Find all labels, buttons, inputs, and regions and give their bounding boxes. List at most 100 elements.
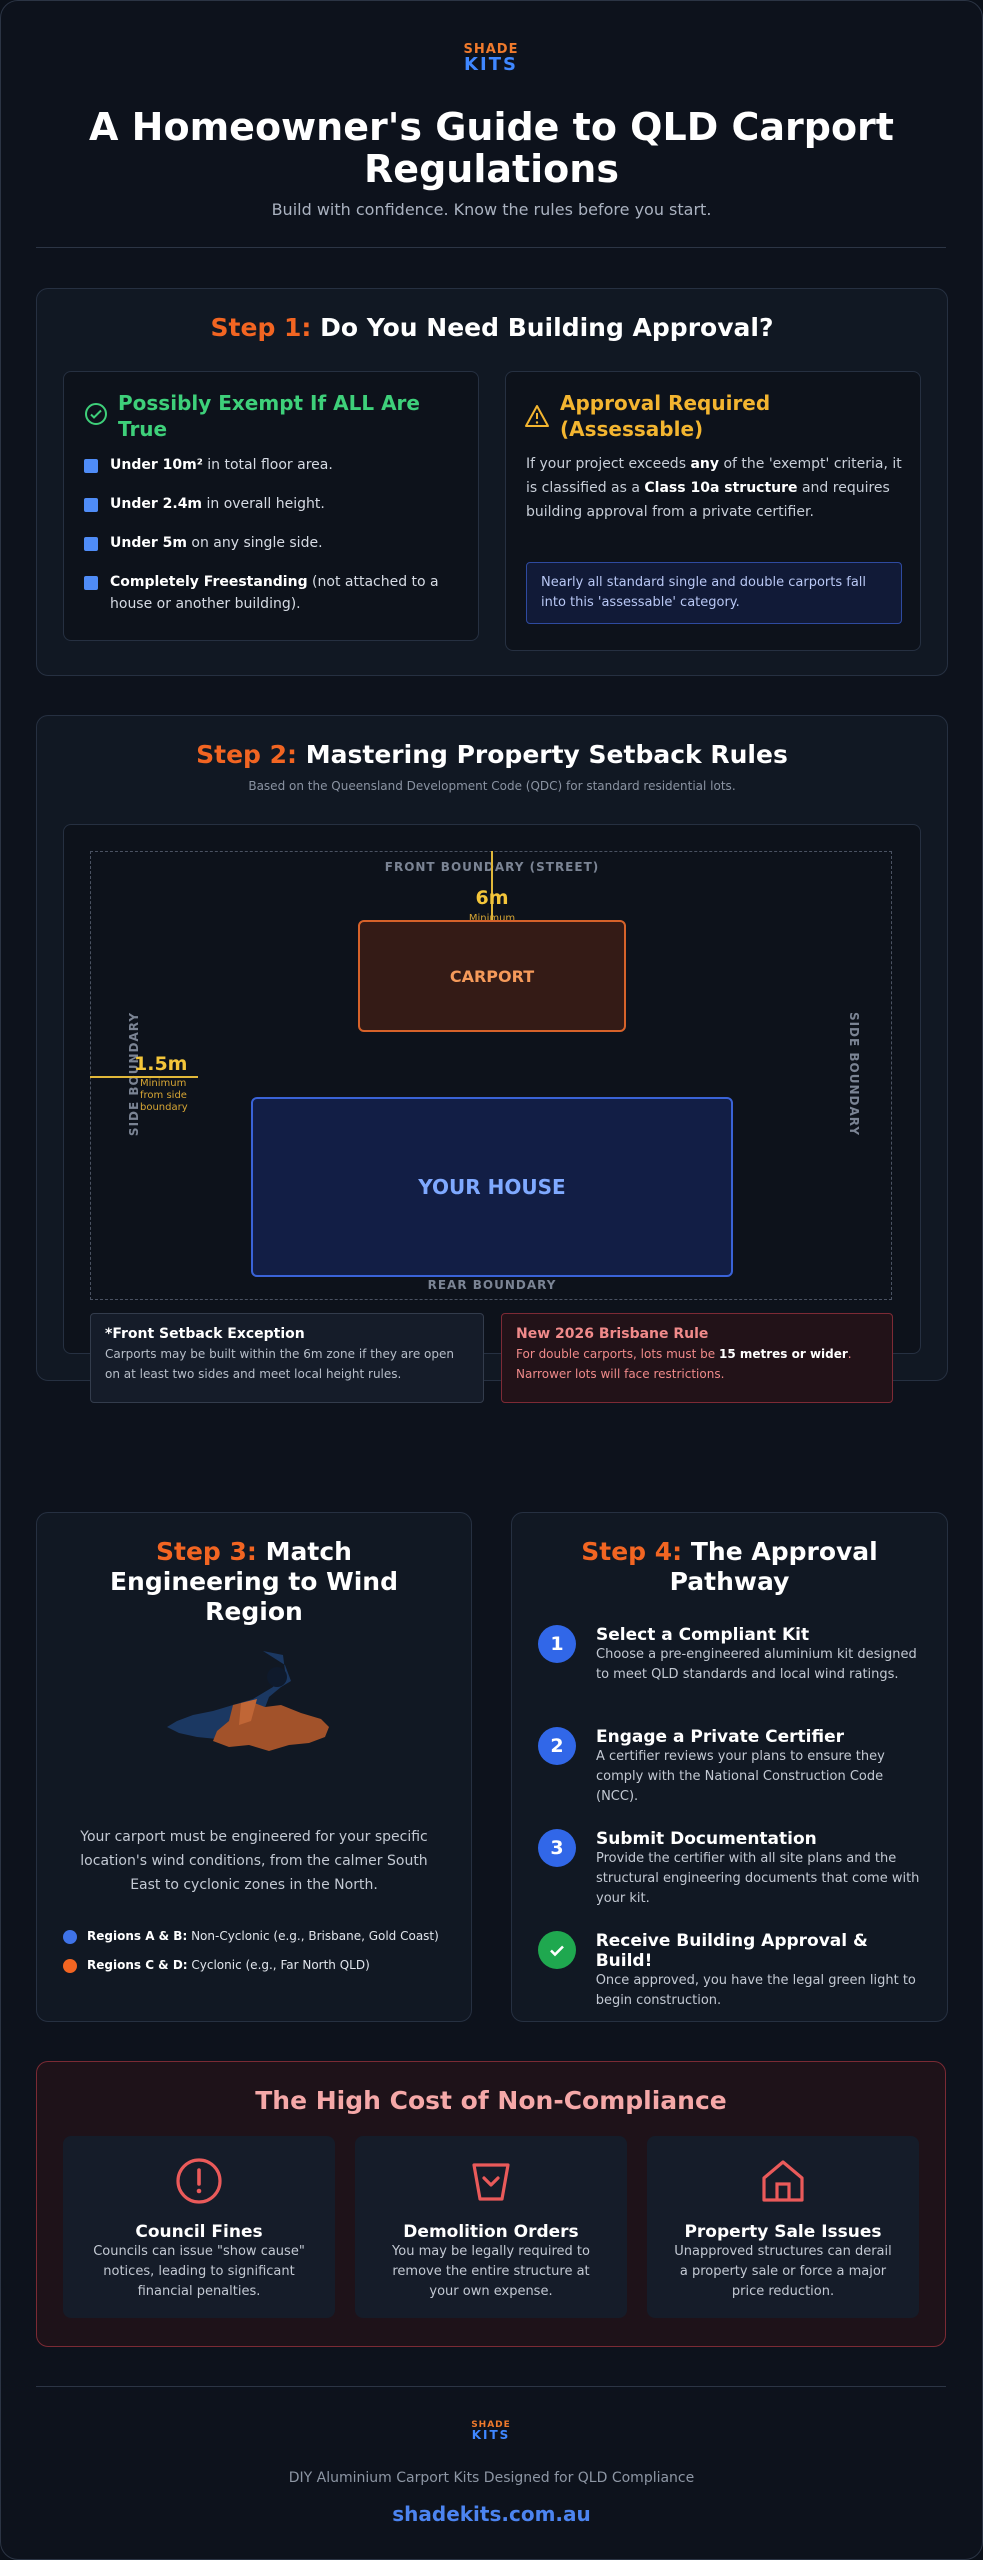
step-text: Choose a pre-engineered aluminium kit de…: [596, 1647, 917, 1682]
step3-text: Your carport must be engineered for your…: [80, 1829, 428, 1893]
step-text: A certifier reviews your plans to ensure…: [596, 1749, 885, 1804]
side-setback-distance: 1.5m: [134, 1053, 188, 1075]
step2-card: Step 2: Mastering Property Setback Rules…: [36, 715, 948, 1403]
approval-text: If your project exceeds any of the 'exem…: [526, 452, 902, 524]
rear-boundary-label: REAR BOUNDARY: [427, 1278, 557, 1292]
cost-item-text: Unapproved structures can derail a prope…: [674, 2244, 892, 2299]
check-circle-icon: [85, 403, 107, 425]
side-setback-note: Minimum from side boundary: [140, 1078, 188, 1113]
step4-heading: Step 4: The Approval Pathway: [512, 1537, 947, 1597]
exempt-item-text: on any single side.: [186, 535, 323, 551]
approval-text-bold: Class 10a structure: [644, 480, 798, 496]
footer-divider: [36, 2386, 946, 2387]
step3-title: Match Engineering to Wind Region: [109, 1537, 398, 1626]
header-divider: [36, 247, 946, 248]
side-boundary-right-label: SIDE BOUNDARY: [847, 1011, 861, 1137]
approval-text-bold: any: [690, 456, 719, 472]
legend-dot-blue-icon: [63, 1930, 77, 1944]
exempt-item-bold: Under 5m: [110, 535, 187, 551]
step4-card: Step 4: The Approval Pathway 1 Select a …: [511, 1512, 948, 2022]
brisbane-rule-bold: 15 metres or wider: [718, 1347, 848, 1361]
carport-box: CARPORT: [358, 920, 626, 1032]
footer-url-link[interactable]: shadekits.com.au: [392, 2502, 591, 2526]
front-setback-line: [491, 851, 493, 946]
legend-label: Regions A & B:: [87, 1929, 188, 1943]
exempt-list: Under 10m² in total floor area. Under 2.…: [84, 454, 454, 615]
step1-card: Step 1: Do You Need Building Approval? P…: [36, 288, 948, 676]
wind-legend: Regions A & B: Non-Cyclonic (e.g., Brisb…: [63, 1927, 453, 1975]
approval-step: Receive Building Approval & Build!Once a…: [538, 1931, 928, 2011]
legend-item-cd: Regions C & D: Cyclonic (e.g., Far North…: [63, 1956, 453, 1975]
cost-card: The High Cost of Non-Compliance Council …: [36, 2061, 946, 2347]
bullet-square-icon: [84, 537, 98, 551]
exempt-item-text: in total floor area.: [202, 457, 333, 473]
cost-item-fines: Council Fines Councils can issue "show c…: [63, 2136, 335, 2318]
cost-item-title: Demolition Orders: [403, 2222, 579, 2242]
step-number: 2: [538, 1727, 576, 1765]
step-text: Once approved, you have the legal green …: [595, 1973, 916, 2008]
exempt-item: Under 10m² in total floor area.: [84, 454, 454, 476]
logo-text-bottom: KITS: [471, 2428, 511, 2442]
step1-title: Do You Need Building Approval?: [320, 313, 774, 342]
queensland-map-icon: [167, 1651, 329, 1751]
legend-item-ab: Regions A & B: Non-Cyclonic (e.g., Brisb…: [63, 1927, 453, 1946]
footer-logo[interactable]: SHADE KITS: [441, 2420, 541, 2442]
check-icon: [538, 1931, 576, 1969]
step3-card: Step 3: Match Engineering to Wind Region…: [36, 1512, 472, 2022]
front-exception-box: *Front Setback Exception Carports may be…: [90, 1313, 484, 1403]
approval-text-part: If your project exceeds: [526, 456, 691, 472]
header-logo[interactable]: SHADE KITS: [441, 42, 541, 75]
cost-item-text: You may be legally required to remove th…: [392, 2244, 590, 2299]
exempt-panel: Possibly Exempt If ALL Are True Under 10…: [63, 371, 479, 641]
side-setback-line: [90, 1076, 198, 1078]
front-setback-distance: 6m: [475, 887, 509, 909]
approval-title: Approval Required (Assessable): [560, 391, 771, 441]
step2-heading: Step 2: Mastering Property Setback Rules: [37, 740, 947, 769]
step2-subtitle: Based on the Queensland Development Code…: [248, 779, 736, 793]
alert-circle-icon: [176, 2158, 222, 2204]
exempt-item-bold: Under 10m²: [110, 457, 203, 473]
bullet-square-icon: [84, 498, 98, 512]
step-title: Submit Documentation: [596, 1829, 817, 1849]
step-title: Receive Building Approval & Build!: [595, 1931, 868, 1971]
approval-text-part: of the 'exempt' criteria, it is classifi…: [526, 456, 902, 496]
exempt-item-text: in overall height.: [202, 496, 325, 512]
cost-title: The High Cost of Non-Compliance: [255, 2086, 727, 2115]
exempt-title: Possibly Exempt If ALL Are True: [118, 391, 420, 441]
approval-text-part: and requires building approval from a pr…: [526, 480, 890, 520]
exempt-item: Under 5m on any single side.: [84, 532, 454, 554]
logo-text-top: SHADE: [471, 2420, 511, 2430]
legend-text: Non-Cyclonic (e.g., Brisbane, Gold Coast…: [187, 1929, 439, 1943]
brisbane-rule-text-part: . Narrower lots will face restrictions.: [516, 1347, 852, 1381]
step-text: Provide the certifier with all site plan…: [596, 1851, 920, 1906]
cost-item-property: Property Sale Issues Unapproved structur…: [647, 2136, 919, 2318]
step-title: Select a Compliant Kit: [596, 1625, 810, 1645]
step4-prefix: Step 4:: [581, 1537, 683, 1566]
step2-title: Mastering Property Setback Rules: [305, 740, 788, 769]
setback-diagram: FRONT BOUNDARY (STREET) REAR BOUNDARY SI…: [63, 824, 921, 1403]
cost-item-title: Council Fines: [135, 2222, 263, 2242]
brisbane-rule-box: New 2026 Brisbane Rule For double carpor…: [501, 1313, 893, 1403]
front-exception-text: Carports may be built within the 6m zone…: [105, 1347, 454, 1381]
bullet-square-icon: [84, 459, 98, 473]
step3-prefix: Step 3:: [156, 1537, 257, 1566]
step2-prefix: Step 2:: [196, 740, 298, 769]
footer-tagline: DIY Aluminium Carport Kits Designed for …: [288, 2470, 695, 2486]
exempt-item-bold: Under 2.4m: [110, 496, 203, 512]
brisbane-rule-title: New 2026 Brisbane Rule: [516, 1326, 709, 1342]
exempt-item-bold: Completely Freestanding: [110, 574, 308, 590]
brisbane-rule-text: For double carports, lots must be 15 met…: [516, 1344, 878, 1384]
legend-label: Regions C & D:: [87, 1958, 188, 1972]
step-title: Engage a Private Certifier: [596, 1727, 845, 1747]
approval-note: Nearly all standard single and double ca…: [526, 562, 902, 624]
legend-text: Cyclonic (e.g., Far North QLD): [187, 1958, 370, 1972]
bullet-square-icon: [84, 576, 98, 590]
step-number: 1: [538, 1625, 576, 1663]
home-icon: [762, 2160, 804, 2202]
logo-text-bottom: KITS: [464, 54, 518, 75]
brisbane-rule-text-part: For double carports, lots must be: [516, 1347, 719, 1361]
house-box: YOUR HOUSE: [251, 1097, 733, 1277]
step1-heading: Step 1: Do You Need Building Approval?: [37, 313, 947, 342]
